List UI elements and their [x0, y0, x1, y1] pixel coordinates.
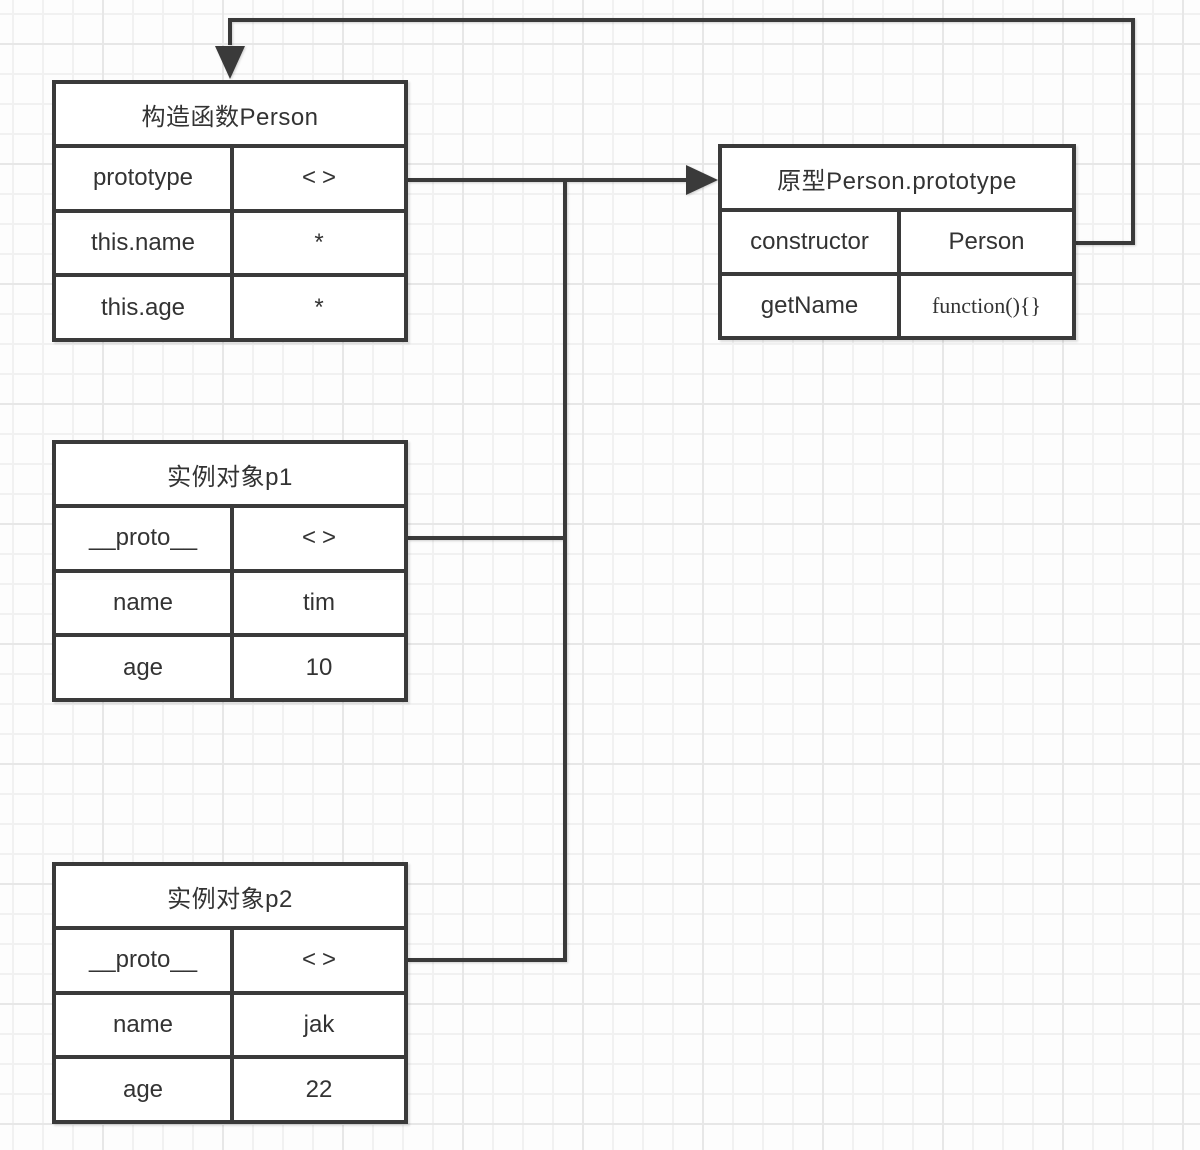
box-title: 原型Person.prototype [777, 167, 1017, 195]
cell-key: name [112, 589, 174, 616]
table-row: age 10 [56, 633, 404, 699]
box-title: 构造函数Person [141, 103, 319, 131]
constructor-back-link-line [228, 18, 1135, 245]
table-row: __proto__ <> [56, 504, 404, 569]
prototype-object-box: 原型Person.prototype constructor Person ge… [718, 144, 1076, 340]
table-row: name jak [56, 990, 404, 1056]
cell-value: jak [230, 994, 404, 1056]
table-row: this.name * [56, 208, 404, 274]
cell-key: name [112, 1011, 174, 1038]
table-row: this.age * [56, 273, 404, 339]
box-title: 实例对象p2 [167, 885, 293, 913]
box-title: 实例对象p1 [167, 463, 293, 491]
cell-value: <> [230, 508, 404, 569]
table-row: __proto__ <> [56, 926, 404, 991]
cell-value: function(){} [897, 276, 1072, 336]
cell-key: getName [760, 292, 859, 319]
cell-value: * [230, 277, 404, 339]
cell-key: constructor [750, 228, 869, 255]
cell-key: this.name [90, 229, 196, 256]
cell-value: <> [230, 148, 404, 209]
proto-chain-vertical-line [408, 182, 567, 962]
table-row: name tim [56, 568, 404, 634]
instance-p1-box: 实例对象p1 __proto__ <> name tim age 10 [52, 440, 408, 702]
table-row: constructor Person [722, 208, 1072, 272]
table-row: getName function(){} [722, 272, 1072, 336]
cell-key: age [122, 653, 164, 681]
cell-key: __proto__ [88, 946, 198, 974]
constructor-function-box: 构造函数Person prototype <> this.name * this… [52, 80, 408, 342]
cell-key: prototype [92, 164, 194, 192]
table-row: age 22 [56, 1055, 404, 1121]
cell-value: Person [897, 212, 1072, 272]
cell-key: age [122, 1075, 164, 1103]
arrowhead-into-constructor-box [215, 46, 245, 79]
cell-value: <> [230, 930, 404, 991]
instance-p2-box: 实例对象p2 __proto__ <> name jak age 22 [52, 862, 408, 1124]
cell-value: tim [230, 572, 404, 634]
cell-value: 10 [230, 637, 404, 699]
cell-key: this.age [100, 293, 186, 321]
arrowhead-into-prototype-box [686, 165, 718, 195]
cell-value: 22 [230, 1059, 404, 1121]
cell-value: * [230, 212, 404, 274]
cell-key: __proto__ [88, 524, 198, 552]
table-row: prototype <> [56, 144, 404, 209]
